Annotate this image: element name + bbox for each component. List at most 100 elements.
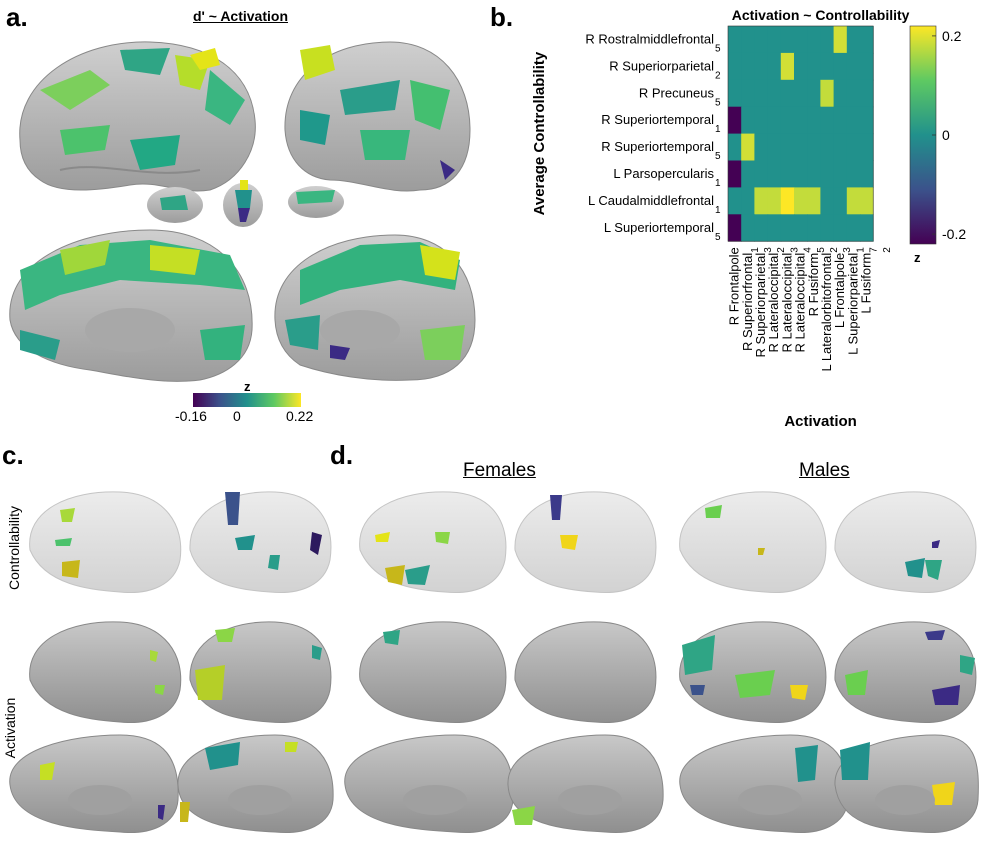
heatmap-cell xyxy=(780,26,795,54)
heatmap-xtick: R Frontalpole xyxy=(727,247,742,325)
heatmap-cell xyxy=(833,79,848,108)
heatmap-xtick-sub: 3 xyxy=(763,247,774,253)
heatmap-ytick: R Superiortemporal xyxy=(601,112,714,127)
heatmap-ytick: R Superiorparietal xyxy=(609,58,714,73)
heatmap-ytick-sub: 1 xyxy=(715,178,721,189)
heatmap-cell xyxy=(767,106,782,135)
heatmap-xtick-sub: 7 xyxy=(869,247,880,253)
heatmap-cell xyxy=(794,214,808,242)
heatmap-cell xyxy=(754,187,769,215)
heatmap-xtick: 2 xyxy=(882,247,893,253)
heatmap-cell xyxy=(846,160,861,188)
heatmap-cell xyxy=(860,79,874,108)
heatmap-ytick-sub: 5 xyxy=(715,43,721,54)
heatmap-cell xyxy=(860,133,874,161)
heatmap-cell xyxy=(807,187,821,215)
heatmap-xlabel: Activation xyxy=(784,413,857,430)
heatmap-xtick-sub: 2 xyxy=(776,247,787,253)
heatmap-cell xyxy=(728,26,742,54)
heatmap-cell xyxy=(820,187,835,215)
heatmap-cell xyxy=(767,187,782,215)
panel-label-c: c. xyxy=(2,440,24,470)
heatmap-xtick-sub: 1 xyxy=(855,247,866,253)
panel-label-a: a. xyxy=(6,2,28,32)
panel-label-d: d. xyxy=(330,440,354,470)
heatmap-xtick-sub: 3 xyxy=(789,247,800,253)
d-activation-medial-female-right xyxy=(507,734,664,834)
brain-left-medial xyxy=(9,229,253,382)
heatmap-cell xyxy=(741,214,755,242)
heatmap-ytick-sub: 1 xyxy=(715,124,721,135)
heatmap-cell xyxy=(754,106,769,135)
c-activation-medial-right xyxy=(177,734,334,834)
panel-a-title: d' ~ Activation xyxy=(193,8,288,24)
heatmap-cell xyxy=(728,133,742,161)
d-activation-medial-female-left xyxy=(344,734,514,834)
heatmap-cell xyxy=(794,160,808,188)
heatmap-cell xyxy=(833,187,848,215)
heatmap-cell xyxy=(741,133,755,161)
heatmap-ytick-sub: 5 xyxy=(715,151,721,162)
d-activation-lateral-female-right xyxy=(514,621,657,724)
d-controllability-male-right xyxy=(834,491,977,594)
heatmap-xtick: L Fusiform7 xyxy=(859,247,880,314)
heatmap-cell xyxy=(820,79,835,108)
d-activation-medial-male-left xyxy=(679,734,849,834)
heatmap-ytick-sub: 1 xyxy=(715,205,721,216)
d-activation-lateral-female-left xyxy=(359,621,507,724)
brain-right-medial xyxy=(274,234,476,381)
heatmap-ytick-sub: 2 xyxy=(715,70,721,81)
heatmap-cell xyxy=(741,106,755,135)
heatmap-cell xyxy=(767,79,782,108)
heatmap-cell xyxy=(807,106,821,135)
heatmap-cell xyxy=(820,52,835,81)
heatmap-cell xyxy=(767,214,782,242)
heatmap-cell xyxy=(846,106,861,135)
c-activation-lateral-left xyxy=(29,621,182,724)
heatmap-cell xyxy=(846,26,861,54)
brain-right-lateral xyxy=(284,41,471,192)
heatmap-cell xyxy=(728,106,742,135)
heatmap-ylabel: Average Controllability xyxy=(531,51,548,215)
heatmap-cell xyxy=(767,160,782,188)
heatmap-cell xyxy=(860,160,874,188)
heatmap-cell xyxy=(860,26,874,54)
d-controllability-female-right xyxy=(514,491,657,594)
heatmap-cell xyxy=(846,214,861,242)
c-controllability-left xyxy=(29,491,182,594)
heatmap-cell xyxy=(860,187,874,215)
heatmap-cell xyxy=(820,106,835,135)
c-activation-lateral-right xyxy=(189,621,332,724)
d-activation-medial-male-right xyxy=(834,734,979,834)
heatmap-cell xyxy=(807,214,821,242)
heatmap-xtick-sub: 4 xyxy=(803,247,814,253)
heatmap-cell xyxy=(780,133,795,161)
heatmap-cell xyxy=(807,79,821,108)
heatmap-cell xyxy=(833,52,848,81)
heatmap-cell xyxy=(754,26,769,54)
heatmap-cell xyxy=(860,52,874,81)
heatmap-cell xyxy=(807,133,821,161)
heatmap-cell xyxy=(780,160,795,188)
heatmap-cell xyxy=(833,26,848,54)
heatmap-ytick-sub: 5 xyxy=(715,97,721,108)
heatmap-ytick-sub: 5 xyxy=(715,232,721,243)
heatmap-cell xyxy=(754,52,769,81)
heatmap-xtick-sub: 2 xyxy=(829,247,840,253)
heatmap-cell xyxy=(780,214,795,242)
heatmap-cell xyxy=(780,187,795,215)
heatmap-cell xyxy=(728,52,742,81)
heatmap-cell xyxy=(846,187,861,215)
heatmap-cell xyxy=(754,133,769,161)
heatmap-cell xyxy=(780,52,795,81)
heatmap-cell xyxy=(780,106,795,135)
heatmap-frame xyxy=(727,25,874,242)
heatmap-cell xyxy=(833,106,848,135)
brain-small-views xyxy=(147,180,344,227)
heatmap-cell xyxy=(741,52,755,81)
c-activation-medial-left xyxy=(9,734,179,834)
heatmap-cell xyxy=(741,26,755,54)
heatmap-cell xyxy=(741,187,755,215)
heatmap-cell xyxy=(794,26,808,54)
